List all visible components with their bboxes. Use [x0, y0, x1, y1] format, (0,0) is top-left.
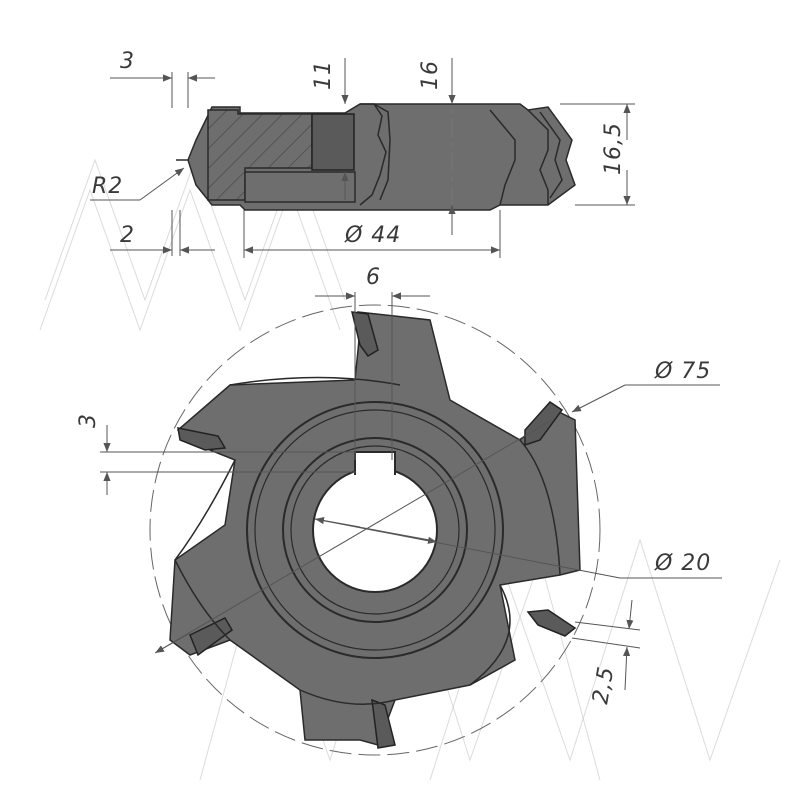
dim-cutter-diameter: Ø 75	[654, 359, 711, 384]
hub-lower-step	[244, 171, 356, 203]
side-view-dimensions: 3 11 16 16,5 R2 2 Ø 44	[90, 49, 635, 258]
tooth-insert-right	[524, 401, 564, 447]
dim-total-height: 16,5	[601, 122, 626, 175]
hub-outer-ring	[246, 401, 504, 659]
keyway	[354, 451, 396, 475]
dim-slot-depth: 11	[311, 60, 336, 90]
hub-slot	[311, 113, 355, 171]
dim-offset: 2	[120, 223, 135, 248]
dim-chamfer-width: 3	[120, 49, 135, 74]
dim-radius: R2	[92, 174, 123, 199]
tooth-insert-top	[351, 311, 379, 357]
front-view	[149, 304, 601, 756]
dim-tip-width: 6	[366, 265, 381, 290]
hub-outer-ring-2	[254, 409, 496, 651]
tooth-insert-left	[177, 427, 227, 451]
dim-center-height: 16	[418, 60, 443, 90]
dim-bore-diameter: Ø 20	[654, 551, 711, 576]
dim-tooth-thickness: 2,5	[588, 664, 619, 706]
dim-keyway-depth: 3	[76, 413, 101, 428]
hub-inner-ring-2	[290, 445, 460, 615]
side-section-view	[176, 85, 576, 215]
outer-diameter-circle	[149, 304, 601, 756]
dim-hub-diameter: Ø 44	[344, 223, 401, 248]
tooth-insert-lower-left	[189, 617, 233, 657]
tooth-insert-lower-right	[526, 609, 577, 637]
